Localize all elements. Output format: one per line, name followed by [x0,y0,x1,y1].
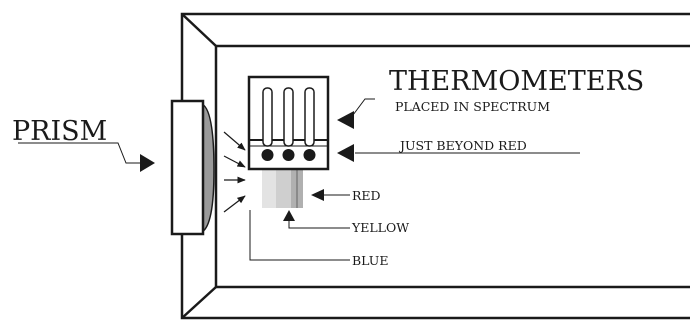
yellow-label: YELLOW [351,220,409,235]
thermometer-2 [282,87,295,161]
prism [170,99,215,236]
arrowheads [140,111,354,221]
yellow-pointer-icon [283,210,295,221]
red-pointer-icon [311,189,324,201]
thermometer-3 [303,87,316,161]
thermometer-1 [261,87,274,161]
light-rays [223,131,246,213]
prism-pointer-icon [140,154,155,172]
beyond-red-pointer-icon [337,144,354,162]
thermometer-pointer-icon [337,111,354,129]
prism-label: PRISM [12,116,107,147]
leader-lines [18,98,580,261]
thermometers-label: THERMOMETERS [389,66,644,97]
placed-in-spectrum-label: PLACED IN SPECTRUM [395,99,550,114]
blue-label: BLUE [352,253,388,268]
spectrum [262,166,303,208]
red-label: RED [352,188,381,203]
just-beyond-red-label: JUST BEYOND RED [398,138,527,153]
